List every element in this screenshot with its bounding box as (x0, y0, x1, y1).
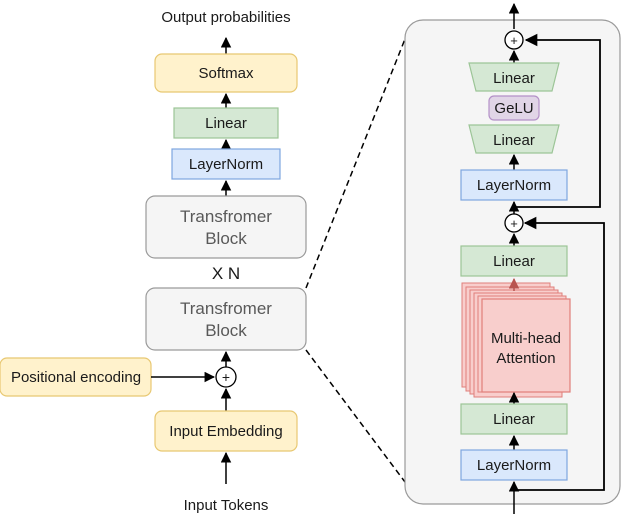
svg-text:+: + (222, 369, 230, 385)
svg-text:Linear: Linear (493, 411, 535, 428)
svg-text:LayerNorm: LayerNorm (477, 457, 551, 474)
svg-text:Linear: Linear (493, 253, 535, 270)
linear-contract-trapezoid: Linear (468, 124, 560, 154)
gelu-box: GeLU (488, 95, 540, 121)
block-detail-panel: + Linear GeLU Linear LayerNorm + (404, 2, 621, 514)
svg-text:Transfromer: Transfromer (180, 207, 272, 226)
svg-text:LayerNorm: LayerNorm (477, 177, 551, 194)
svg-text:Transfromer: Transfromer (180, 299, 272, 318)
add-node-left: + (215, 366, 237, 388)
svg-text:Linear: Linear (493, 70, 535, 87)
svg-text:Attention: Attention (496, 350, 555, 367)
svg-text:Block: Block (205, 321, 247, 340)
svg-text:LayerNorm: LayerNorm (189, 156, 263, 173)
svg-text:Linear: Linear (493, 132, 535, 149)
transformer-block-bottom: Transfromer Block (145, 287, 307, 351)
svg-text:Input Embedding: Input Embedding (169, 423, 282, 440)
svg-text:Multi-head: Multi-head (491, 330, 561, 347)
attention-heads-stack: Multi-head Attention (461, 282, 571, 398)
layernorm-bottom-box: LayerNorm (460, 449, 568, 481)
add-node-top: + (504, 30, 524, 50)
svg-text:Block: Block (205, 229, 247, 248)
left-stack: Output probabilities Softmax Linear Laye… (0, 9, 307, 514)
zoom-line-bottom (305, 349, 409, 487)
svg-text:GeLU: GeLU (494, 100, 533, 117)
linear-expand-trapezoid: Linear (468, 62, 560, 92)
svg-text:+: + (510, 216, 518, 231)
linear-attn-in-box: Linear (460, 403, 568, 435)
residual-bottom (514, 216, 605, 491)
input-tokens-label: Input Tokens (184, 497, 269, 514)
linear-attn-out-box: Linear (460, 245, 568, 277)
transformer-block-top: Transfromer Block (145, 195, 307, 259)
svg-text:Softmax: Softmax (198, 65, 254, 82)
repeat-label: X N (212, 264, 240, 283)
output-probabilities-label: Output probabilities (161, 9, 290, 26)
residual-top (514, 33, 601, 208)
positional-encoding-box: Positional encoding (0, 357, 152, 397)
add-node-mid: + (504, 213, 524, 233)
svg-text:+: + (510, 33, 518, 48)
svg-text:Linear: Linear (205, 115, 247, 132)
softmax-box: Softmax (154, 53, 298, 93)
svg-text:Positional encoding: Positional encoding (11, 369, 141, 386)
layernorm-box: LayerNorm (171, 148, 281, 180)
input-embedding-box: Input Embedding (154, 410, 298, 452)
layernorm-top-box: LayerNorm (460, 169, 568, 201)
zoom-line-top (305, 33, 408, 289)
linear-box: Linear (173, 107, 279, 139)
